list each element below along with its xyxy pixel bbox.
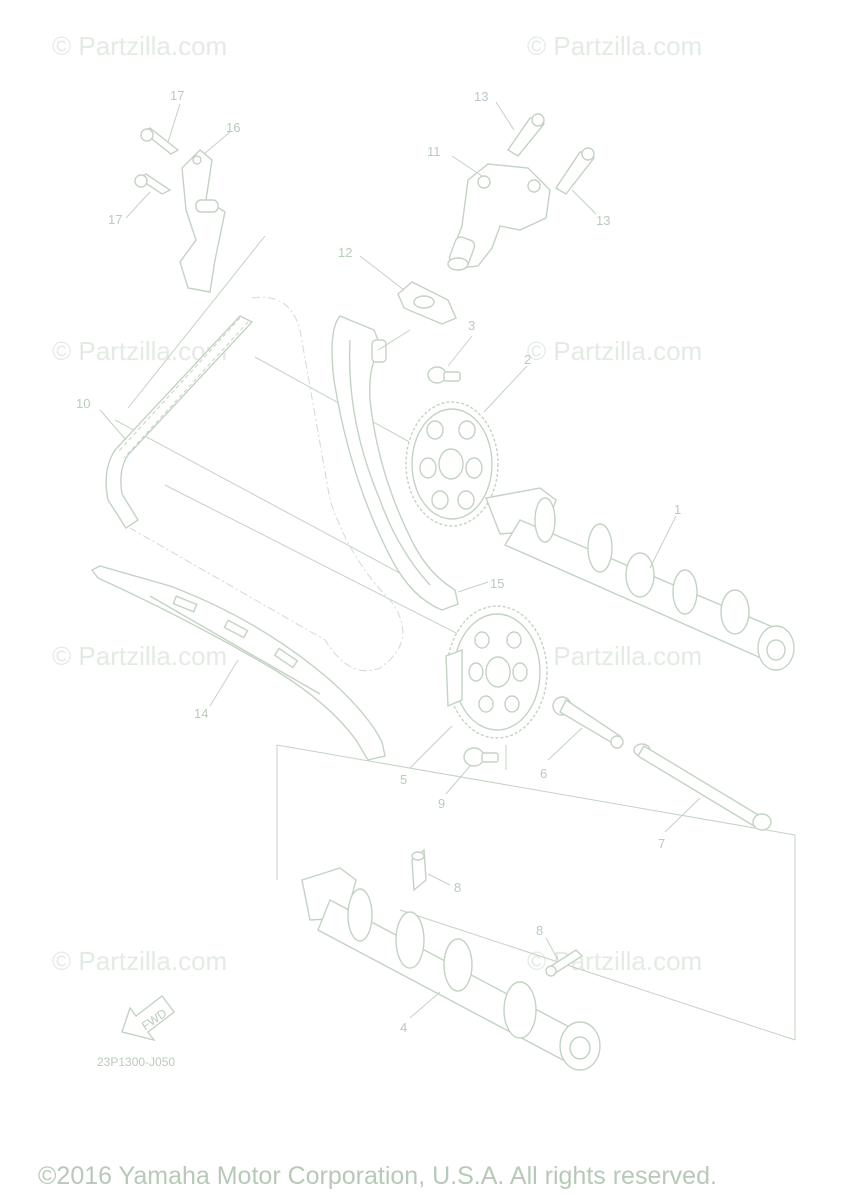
watermark-7: © Partzilla.com — [52, 946, 227, 976]
watermark-4: © Partzilla.com — [527, 336, 702, 366]
callout-1: 1 — [674, 502, 681, 517]
callout-2: 2 — [524, 352, 531, 367]
callout-8a: 8 — [454, 880, 461, 895]
callout-17a: 17 — [170, 88, 184, 103]
callout-7: 7 — [658, 836, 665, 851]
callout-13a: 13 — [474, 89, 488, 104]
dowel-pin-8a — [411, 848, 427, 892]
forward-arrow-icon: FWD — [121, 995, 175, 1042]
callout-6: 6 — [540, 766, 547, 781]
callout-14: 14 — [194, 706, 208, 721]
copyright-footer: ©2016 Yamaha Motor Corporation, U.S.A. A… — [38, 1162, 717, 1190]
callout-17b: 17 — [108, 212, 122, 227]
pin-7 — [633, 743, 772, 831]
leader-lines — [99, 101, 701, 1019]
callout-5: 5 — [400, 772, 407, 787]
watermark-5: © Partzilla.com — [52, 641, 227, 671]
shaft-6 — [552, 696, 624, 749]
callout-15: 15 — [490, 576, 504, 591]
camshaft-4 — [301, 867, 601, 1071]
chain-guide-bracket — [134, 127, 226, 293]
callout-11: 11 — [427, 144, 441, 159]
callout-3: 3 — [468, 318, 475, 333]
diagram-code: 23P1300-J050 — [97, 1055, 175, 1069]
sprocket-bolt-3 — [427, 366, 461, 384]
cam-chain — [105, 296, 404, 672]
reference-lines — [114, 235, 796, 1041]
callout-labels: 1 2 3 4 5 6 7 8 8 9 10 11 12 13 13 14 15… — [76, 88, 681, 1035]
cam-sprocket-5 — [445, 605, 548, 739]
callout-16: 16 — [226, 120, 240, 135]
camshaft-1 — [485, 487, 795, 671]
chain-guide — [331, 315, 459, 611]
callout-4: 4 — [400, 1020, 407, 1035]
callout-8b: 8 — [536, 923, 543, 938]
chain-tensioner — [397, 113, 595, 325]
callout-13b: 13 — [596, 213, 610, 228]
tensioner-guide — [90, 565, 386, 761]
callout-12: 12 — [338, 245, 352, 260]
dowel-pin-8b — [545, 949, 584, 977]
watermark-2: © Partzilla.com — [527, 31, 702, 61]
watermark-6: © Partzilla.com — [527, 641, 702, 671]
callout-10: 10 — [76, 396, 90, 411]
sprocket-bolt-9 — [463, 747, 499, 767]
callout-9: 9 — [438, 796, 445, 811]
watermark-1: © Partzilla.com — [52, 31, 227, 61]
cam-sprocket-2 — [405, 401, 499, 527]
